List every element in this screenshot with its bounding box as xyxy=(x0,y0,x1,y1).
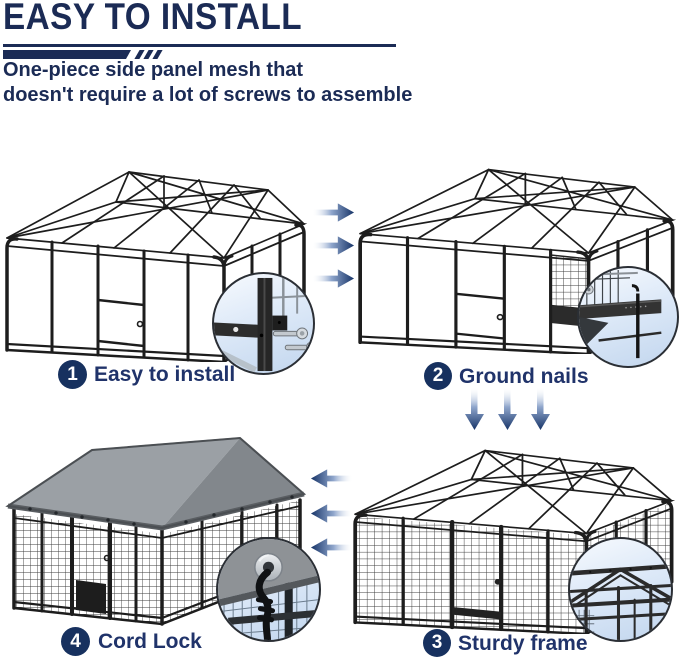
step-number-badge: 3 xyxy=(423,629,451,657)
step-label-text: Sturdy frame xyxy=(458,632,588,655)
cord-lock-zoom-callout xyxy=(216,537,321,642)
step-label-text: Easy to install xyxy=(94,363,236,386)
door-panel xyxy=(76,580,106,614)
door-frame xyxy=(96,298,146,348)
subtitle-line-2: doesn't require a lot of screws to assem… xyxy=(3,84,413,106)
cord-icon xyxy=(255,568,276,640)
ground-nail-zoom-callout xyxy=(577,266,679,368)
kennel-mesh-walls-illustration xyxy=(353,449,676,634)
roof-frame xyxy=(6,171,308,259)
subtitle-line-1: One-piece side panel mesh that xyxy=(3,59,304,81)
accent-slash-icon xyxy=(152,50,163,59)
step-number-badge: 1 xyxy=(58,360,87,389)
arrow-right-icon xyxy=(313,236,355,255)
title-underline xyxy=(3,44,396,47)
roof-truss-zoom-callout xyxy=(568,537,673,642)
arrow-down-icon xyxy=(465,388,484,430)
arrow-left-icon xyxy=(310,504,352,523)
door-panel xyxy=(452,606,502,620)
step-number-badge: 4 xyxy=(61,627,90,656)
screw-icon xyxy=(272,327,309,340)
arrow-right-icon xyxy=(313,203,355,222)
door-frame xyxy=(70,513,112,620)
grommet-dots xyxy=(28,495,294,526)
page-title: EASY TO INSTALL xyxy=(3,0,303,37)
ground-stake-icon xyxy=(631,284,640,359)
canopy xyxy=(5,436,307,531)
step-label-text: Ground nails xyxy=(459,365,589,388)
arrow-down-icon xyxy=(531,388,550,430)
arrow-left-icon xyxy=(310,469,352,488)
title-accent-bar xyxy=(3,50,131,59)
kennel-ground-nails-illustration xyxy=(358,168,677,354)
arrow-down-icon xyxy=(498,388,517,430)
corner-joint-zoom-callout xyxy=(212,272,315,375)
step-label-text: Cord Lock xyxy=(98,630,202,653)
arrow-right-icon xyxy=(313,269,355,288)
arrow-left-icon xyxy=(310,538,352,557)
step-number-badge: 2 xyxy=(424,362,452,390)
